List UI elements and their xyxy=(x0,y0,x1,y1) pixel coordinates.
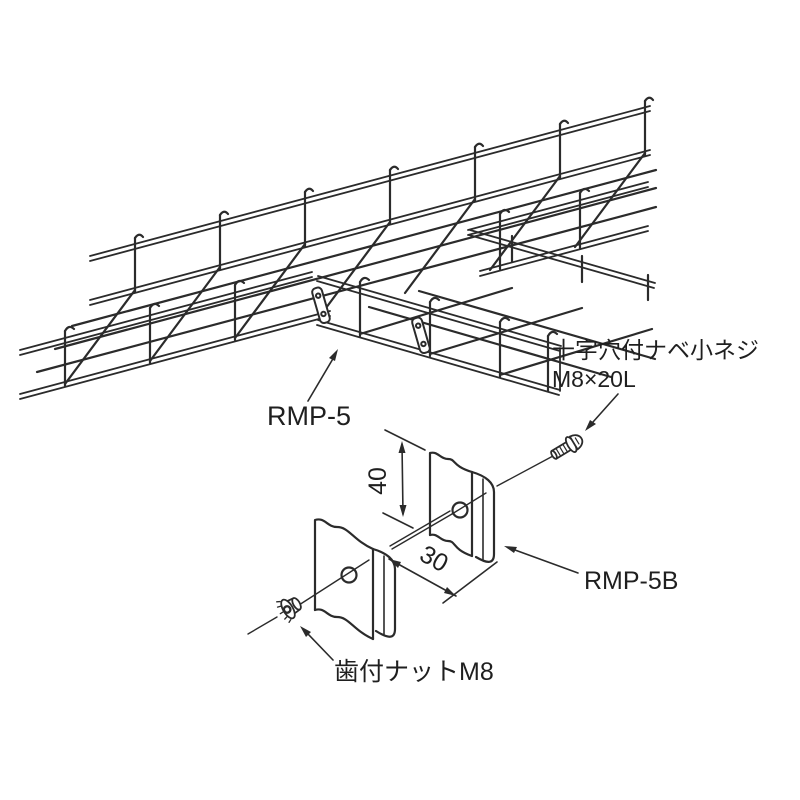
leader-arrowhead xyxy=(329,349,338,361)
branch-right-rail-wires xyxy=(510,234,650,302)
axis-segment xyxy=(247,616,278,635)
screw-shaft-end xyxy=(550,449,558,460)
near-wall-wires xyxy=(63,187,591,388)
dimension-arrowhead xyxy=(398,441,406,453)
junction-plates xyxy=(311,286,431,355)
leader-arrows xyxy=(300,349,619,661)
screw-label-line2: M8×20L xyxy=(552,366,636,392)
rmp5b-leader-line xyxy=(514,549,579,574)
far-wall-vertical-wires xyxy=(133,99,647,294)
near-wall-vertical-wires xyxy=(63,191,582,388)
leader-arrowhead xyxy=(585,420,596,431)
mounting-plate-right xyxy=(428,451,496,563)
junction-plate-left xyxy=(311,286,331,325)
dim-40-value: 40 xyxy=(364,467,392,495)
exploded-view xyxy=(247,434,584,641)
screw-pan-head xyxy=(568,434,584,451)
plate-bottom-edge xyxy=(313,608,375,641)
labels: 十字穴付ナベ小ネジ M8×20L RMP-5 RMP-5B 歯付ナットM8 40… xyxy=(267,337,759,686)
mounting-plate-left xyxy=(313,518,397,641)
junction-bolt xyxy=(315,292,322,299)
rmp5-leader-line xyxy=(307,356,335,402)
junction-plate-right xyxy=(411,316,431,355)
far-bottom-rail xyxy=(89,149,651,306)
assembly-axis-line xyxy=(247,455,554,635)
branch-wall-wire-hooks xyxy=(358,276,559,338)
nut-hole xyxy=(282,605,292,614)
nut-teeth xyxy=(276,600,292,624)
flange-nut xyxy=(276,597,302,624)
joint-part-label: RMP-5 xyxy=(267,401,351,431)
extension-line xyxy=(384,429,426,451)
near-bottom-rail xyxy=(19,225,649,400)
plate-rolled-flange xyxy=(371,547,397,638)
main-cross-wires xyxy=(63,151,647,386)
plate-bolt-hole xyxy=(451,501,469,519)
dimension-arrowhead xyxy=(444,587,456,596)
far-wall-wire-hooks xyxy=(133,96,655,240)
plate-bottom-edge xyxy=(428,533,474,558)
main-tray-rails xyxy=(19,105,656,400)
near-wall-wire-hooks xyxy=(63,187,591,333)
screw-threads xyxy=(555,443,569,457)
plate-top-edge xyxy=(313,518,375,612)
axis-segment xyxy=(496,455,554,487)
dim-30-value: 30 xyxy=(415,540,453,578)
tray-cross-wires xyxy=(63,151,654,386)
screw-cross-slot xyxy=(574,437,580,445)
junction-bolt xyxy=(420,340,427,348)
screw-label-line1: 十字穴付ナベ小ネジ xyxy=(552,337,759,363)
near-top-rail xyxy=(19,181,649,356)
nut-label: 歯付ナットM8 xyxy=(334,658,494,686)
machine-screw xyxy=(550,434,584,460)
leader-arrowhead xyxy=(504,546,517,553)
leader-arrowhead xyxy=(300,626,311,637)
plate-rolled-flange xyxy=(470,470,496,563)
junction-bolt xyxy=(415,322,422,329)
cable-tray-illustration xyxy=(19,96,658,400)
dimension-30 xyxy=(388,558,498,604)
plate-bolt-hole xyxy=(340,566,358,584)
extension-line xyxy=(382,512,414,529)
screw-leader-line xyxy=(592,393,619,423)
dimension-arrowhead xyxy=(399,505,407,517)
plate-part-label: RMP-5B xyxy=(584,567,678,595)
axis-shaft-double-line xyxy=(389,510,453,550)
dimension-40 xyxy=(382,429,426,529)
extension-line xyxy=(442,561,498,604)
junction-bolt xyxy=(320,310,327,318)
plate-top-edge xyxy=(428,451,474,537)
branch-left-rail xyxy=(316,275,562,396)
dimension-line xyxy=(401,443,404,515)
axis-segment xyxy=(451,492,487,515)
nut-body-back xyxy=(291,597,302,611)
branch-wall-vertical-wires xyxy=(358,280,550,393)
far-top-rail xyxy=(89,105,651,262)
branch-wall-wires xyxy=(358,234,650,393)
far-wall-wires xyxy=(133,96,655,294)
nut-leader-line xyxy=(307,633,334,661)
axis-segment xyxy=(298,559,370,606)
branch-cross-wires xyxy=(358,286,654,377)
dimension-arrowhead xyxy=(389,559,401,568)
dimension-line xyxy=(388,558,457,597)
